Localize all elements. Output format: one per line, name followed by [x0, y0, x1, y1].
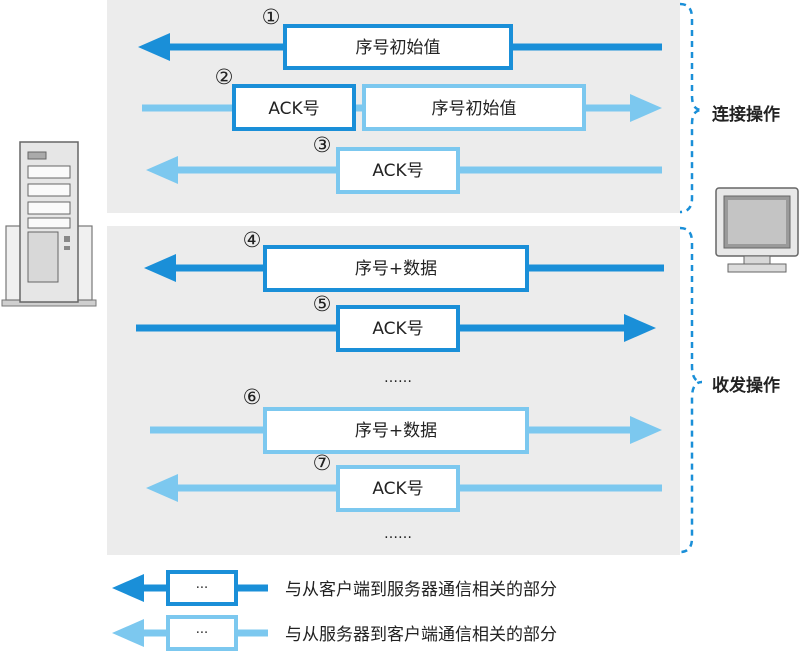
step-5-label: ACK号	[372, 319, 423, 339]
transfer-phase-label: 收发操作	[712, 375, 780, 396]
step-1-label: 序号初始值	[356, 38, 441, 58]
legend-dark-label: 与从客户端到服务器通信相关的部分	[285, 580, 557, 600]
ellipsis-2: ……	[384, 526, 412, 542]
legend-dark-box-text: ···	[196, 581, 208, 596]
step-2-number: ②	[215, 65, 234, 89]
transfer-brace	[679, 226, 703, 554]
server-icon	[1, 141, 97, 307]
step-7-box	[336, 465, 460, 512]
step-1-arrow: 序号初始值 ①	[138, 5, 662, 70]
step-6-arrow: 序号+数据 ⑥	[150, 385, 662, 454]
step-3-arrow: ACK号 ③	[146, 133, 662, 194]
step-7-number: ⑦	[313, 451, 332, 475]
connection-phase-label: 连接操作	[712, 104, 780, 125]
legend-light-box-text: ···	[196, 626, 208, 641]
step-2-seq-label: 序号初始值	[432, 99, 517, 119]
step-2-ack-box	[232, 84, 356, 131]
step-7-arrow: ACK号 ⑦	[146, 451, 662, 512]
legend-dark: ··· 与从客户端到服务器通信相关的部分	[112, 570, 557, 606]
step-5-box	[336, 305, 460, 352]
legend-dark-box	[166, 570, 238, 606]
step-4-number: ④	[243, 228, 262, 252]
legend-light: ··· 与从服务器到客户端通信相关的部分	[112, 615, 557, 651]
step-6-box	[263, 407, 529, 454]
step-4-label: 序号+数据	[355, 259, 437, 279]
step-2-ack-label: ACK号	[268, 99, 319, 119]
legend-light-label: 与从服务器到客户端通信相关的部分	[285, 625, 557, 645]
ellipsis-1: ……	[384, 370, 412, 386]
step-2-arrow: ACK号 序号初始值 ②	[142, 65, 662, 131]
step-1-number: ①	[262, 5, 281, 29]
step-5-arrow: ACK号 ⑤	[136, 292, 656, 352]
step-4-box	[263, 245, 529, 292]
connection-brace	[679, 2, 703, 214]
step-4-arrow: 序号+数据 ④	[144, 228, 664, 292]
step-6-number: ⑥	[243, 385, 262, 409]
step-7-label: ACK号	[372, 479, 423, 499]
step-5-number: ⑤	[313, 292, 332, 316]
step-3-box	[336, 147, 460, 194]
legend-light-box	[166, 615, 238, 651]
step-2-seq-box	[362, 84, 586, 131]
step-3-number: ③	[313, 133, 332, 157]
step-1-box	[283, 24, 513, 70]
step-3-label: ACK号	[372, 161, 423, 181]
monitor-icon	[715, 187, 799, 273]
step-6-label: 序号+数据	[355, 421, 437, 441]
